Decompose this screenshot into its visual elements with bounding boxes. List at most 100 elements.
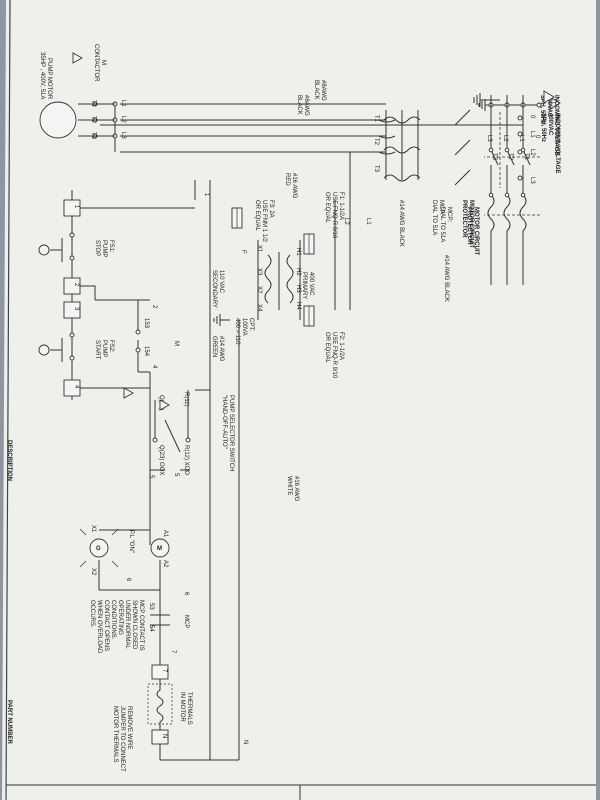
wire-n-label: N — [242, 740, 248, 744]
selector-warning-icon — [159, 399, 170, 411]
mcp-dial-2: DIAL TO 51A — [439, 207, 445, 242]
x1-label: X1 — [256, 245, 262, 253]
in-terminal-dot — [517, 115, 523, 121]
in-terminal-dot — [517, 175, 523, 181]
contactor-t3: T3 — [90, 132, 96, 140]
pilot-light: G — [79, 528, 119, 568]
remove-wire-2: JUMPER TO CONNECT — [119, 706, 125, 772]
contact-153 — [135, 329, 141, 335]
mcp-t3-label: T3 — [373, 165, 379, 173]
cpt-label-2: 100VA — [241, 318, 247, 336]
terminal-0: 0 — [534, 135, 540, 139]
note-4: OPERATING — [117, 600, 123, 635]
ground-terminal — [536, 102, 542, 108]
r11-label: R(11) — [183, 392, 189, 407]
terminal-l2-top: L2 — [502, 135, 508, 142]
mcp-dial-label-2: DIAL TO 51A — [431, 200, 437, 235]
h1-label: H1 — [295, 248, 301, 256]
in-terminal-dot — [517, 149, 523, 155]
terminal-l3-top: L3 — [486, 135, 492, 142]
start-warning-icon — [123, 387, 134, 399]
svg-text:M: M — [157, 546, 162, 552]
fs2-label-1: FS2: — [108, 340, 114, 353]
wire-1-label: 1 — [203, 193, 209, 197]
thermals-label-2: IN MOTOR — [179, 692, 185, 723]
incoming-voltage-1: INCOMING VOLTAGE — [553, 95, 559, 155]
mcp-t1-label: T1 — [373, 115, 379, 123]
branch-l1: L1 — [365, 218, 371, 225]
f1-label-3: OR EQUAL — [324, 192, 330, 224]
x2-pilot-label: X2 — [90, 568, 96, 576]
terminal-3-label: 3 — [73, 307, 79, 311]
thermals-label-1: THERMALS — [186, 692, 192, 725]
n54-label: 54 — [148, 625, 154, 632]
f3-label-2: USE FNM 1 1/2 — [261, 200, 267, 243]
mcp-title-2: PROTECTOR — [461, 200, 467, 238]
x1-pilot-label: X1 — [90, 525, 96, 533]
n153-label: 153 — [143, 318, 149, 329]
f2-label-1: F2: 1-1/2A — [338, 332, 344, 360]
mcp-breaker — [484, 125, 540, 285]
awg16-red-2: RED — [284, 173, 290, 186]
a2-label: A2 — [162, 560, 168, 568]
fuse-f3 — [231, 207, 243, 229]
note-7: WHEN OVERLOAD — [96, 600, 102, 654]
mcp-title-1: MOTOR CIRCUIT — [468, 200, 474, 249]
warning-icon: ! — [549, 96, 561, 110]
motor-warning-icon — [72, 52, 83, 64]
pushbutton-f-label: F — [240, 250, 246, 254]
selector-label-1: PUMP SELECTOR SWITCH — [228, 395, 234, 471]
f3-label-1: F3: 2A — [268, 200, 274, 218]
mcp-t3: T3 — [491, 153, 497, 161]
secondary-label-1: 110 VAC — [218, 270, 224, 294]
x4-label: X4 — [256, 304, 262, 312]
f3-label-3: OR EQUAL — [254, 200, 260, 232]
selector-label-2: "HAND-OFF-AUTO" — [221, 395, 227, 449]
terminal-1-label: 1 — [73, 205, 79, 209]
note-8: OCCURS. — [89, 600, 95, 628]
q23-label: Q(23) OOX — [158, 445, 164, 475]
terminal-2-label: 2 — [73, 283, 79, 287]
h3-label: H3 — [295, 285, 301, 293]
awg8-black-2: BLACK — [313, 80, 319, 100]
primary-label-1: 400 VAC — [308, 272, 314, 296]
in-terminal-l3: L3 — [529, 177, 535, 184]
awg8-label-1: #8AWG — [303, 95, 309, 116]
in-terminal-l1: L1 — [529, 131, 535, 138]
incoming-label-2: 400VAC — [547, 113, 553, 136]
f2-label-2: USE FNQ-R 9/10 — [331, 332, 337, 379]
mcp-t2: T2 — [507, 153, 513, 161]
schematic: ! INCOMING VOLTAGE 400VAC 3PH, 50Hz 0 L1… — [100, 95, 561, 302]
white-label-2: WHITE — [286, 476, 292, 495]
cpt-label-3: 400 > 110 — [234, 318, 240, 345]
ground-icon-2 — [213, 314, 230, 326]
incoming-voltage-2: 400VAC — [546, 95, 552, 118]
control-transformer — [257, 240, 301, 320]
description-label: DESCRIPTION — [6, 440, 12, 481]
terminal-l1-top: L1 — [518, 135, 524, 142]
contactor-l3: L3 — [120, 132, 126, 139]
remove-wire-3: MOTOR THERMALS — [112, 706, 118, 762]
pump-motor-label-1: PUMP MOTOR — [46, 58, 52, 100]
contactor-main — [78, 101, 118, 152]
mcp-dial-label-1: MCP: — [438, 200, 444, 215]
wire-2-label: 2 — [151, 305, 157, 309]
pump-motor-label-2: 35HP , 400V, 51A — [39, 52, 45, 99]
f1-label-2: USE FNQ-R 9/10 — [331, 192, 337, 239]
note-5: CONDITIONS. — [110, 600, 116, 640]
primary-label-2: PRIMARY — [301, 272, 307, 299]
terminal-3 — [63, 301, 81, 319]
fs2-label-3: START — [94, 340, 100, 359]
mcp-t2-label: T2 — [373, 138, 379, 146]
incoming-label-1: INCOMING VOLTAGE — [554, 113, 560, 173]
wire-6-label: 6 — [183, 592, 189, 596]
in-terminal-0: 0 — [529, 115, 535, 119]
r12-label: R(12) XOO — [183, 445, 189, 475]
svg-text:!: ! — [549, 102, 555, 104]
wire-m-label: M — [173, 341, 179, 346]
h2-label: H2 — [295, 268, 301, 276]
mcp-contact-label: MCP — [183, 615, 189, 628]
